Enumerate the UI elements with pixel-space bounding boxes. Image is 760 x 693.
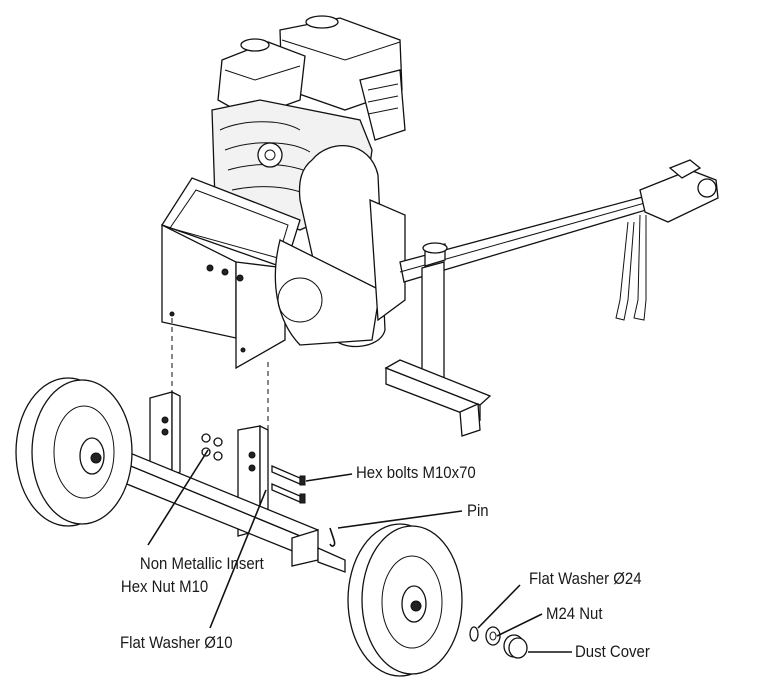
frame-plates	[161, 177, 301, 370]
label-hex-bolts: Hex bolts M10x70	[356, 463, 476, 482]
axle-frame	[90, 390, 346, 573]
label-flat-washer-24: Flat Washer Ø24	[529, 569, 642, 588]
label-flat-washer-10: Flat Washer Ø10	[120, 633, 233, 652]
dust-cover	[503, 634, 528, 659]
alignment-lines	[171, 318, 269, 440]
label-nylock-nut-line1: Non Metallic Insert	[140, 554, 264, 573]
belt-guard	[274, 145, 406, 348]
hex-bolts	[271, 465, 306, 504]
label-m24-nut: M24 Nut	[546, 604, 603, 623]
m24-nut	[485, 626, 501, 646]
leader-lines	[147, 449, 572, 653]
label-dust-cover: Dust Cover	[575, 642, 650, 661]
jack-stand	[384, 242, 492, 437]
label-nylock-nut-line2: Hex Nut M10	[120, 577, 208, 596]
flat-washer-24	[469, 626, 479, 642]
tow-beam	[399, 159, 719, 321]
pin	[329, 527, 336, 547]
label-pin: Pin	[467, 501, 489, 520]
right-wheel	[347, 523, 463, 677]
left-wheel	[15, 377, 133, 527]
